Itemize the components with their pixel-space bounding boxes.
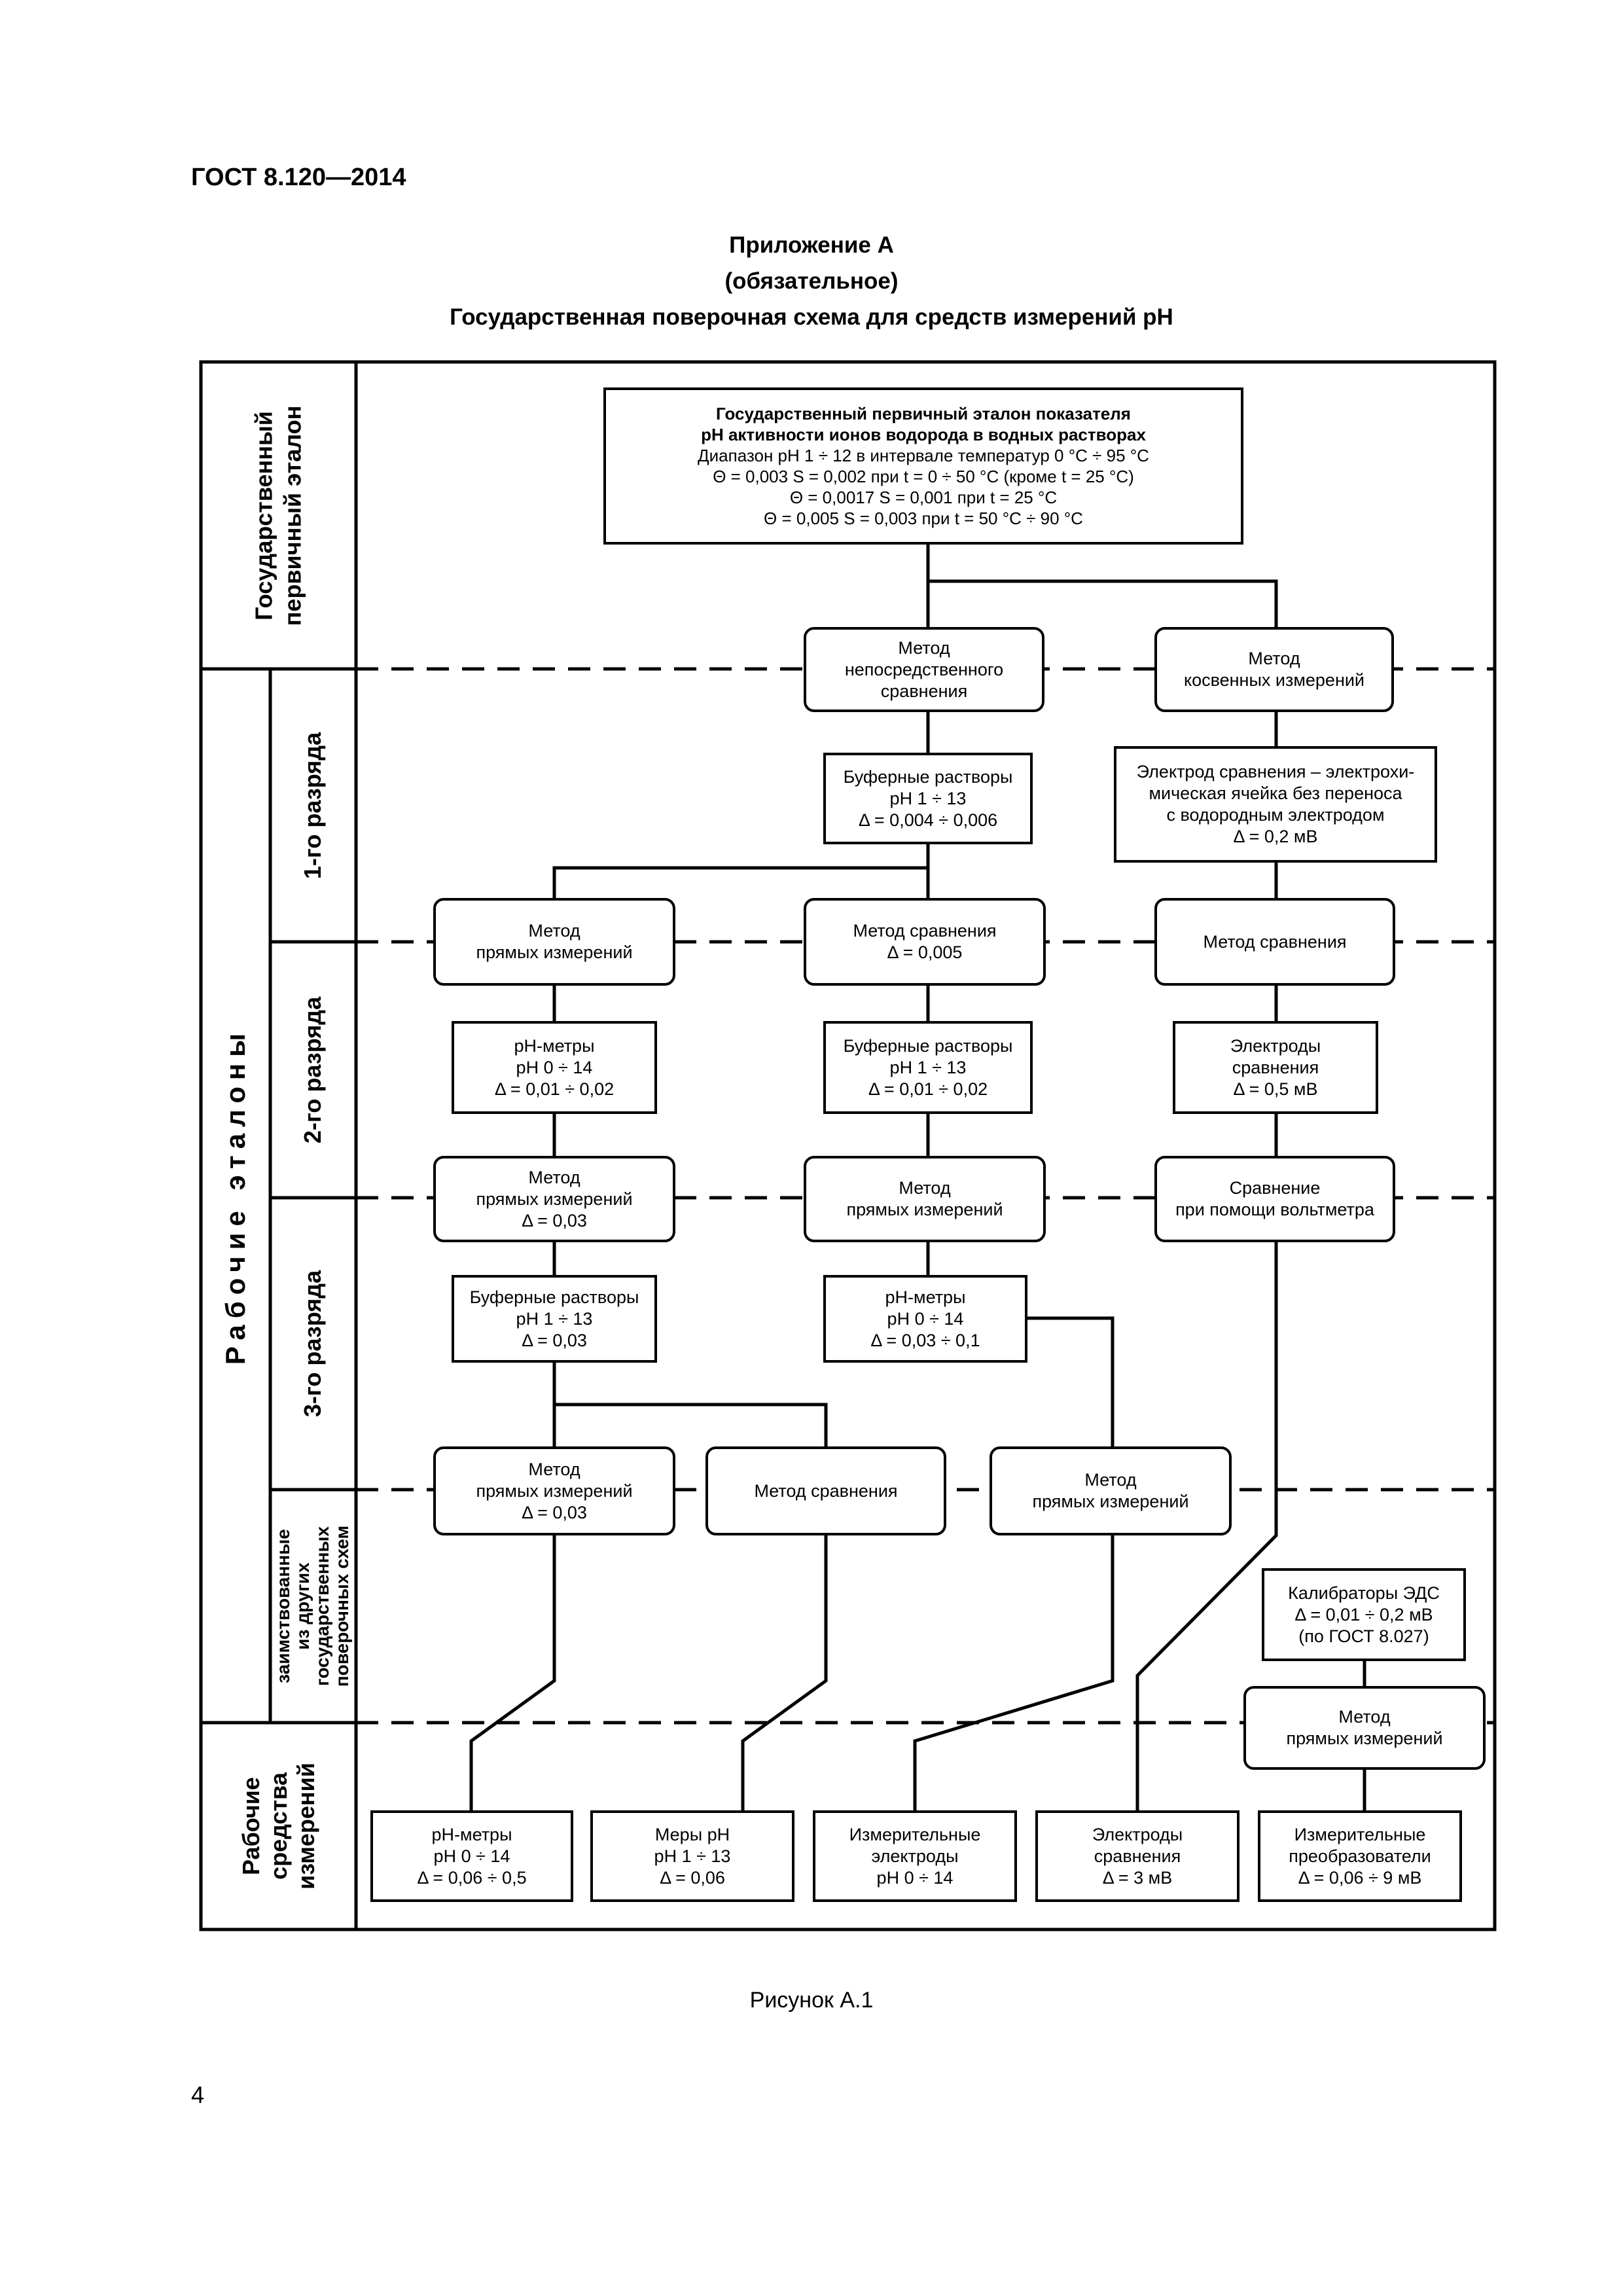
scheme-title: Государственная поверочная схема для сре… xyxy=(450,304,1173,330)
primary-standard-box: Государственный первичный эталон показат… xyxy=(603,387,1243,545)
page-number: 4 xyxy=(191,2081,205,2108)
figure-caption: Рисунок А.1 xyxy=(749,1988,874,2013)
row-label-rank-1: 1-го разряда xyxy=(299,732,327,879)
appendix-title: Приложение А xyxy=(729,232,894,258)
row-label-rank-2: 2-го разряда xyxy=(299,996,327,1143)
row-label-rank-3: 3-го разряда xyxy=(299,1270,327,1418)
method-comparison-2-box: Метод сравнения xyxy=(1154,898,1395,986)
method-comparison-3-box: Метод сравнения xyxy=(705,1446,946,1535)
document-header: ГОСТ 8.120—2014 xyxy=(191,164,406,191)
appendix-note: (обязательное) xyxy=(724,268,899,294)
reference-electrode-rank1-box: Электрод сравнения – электрохи-мическая … xyxy=(1114,746,1437,863)
row-label-working-standards: Рабочие эталоны xyxy=(220,1026,251,1365)
